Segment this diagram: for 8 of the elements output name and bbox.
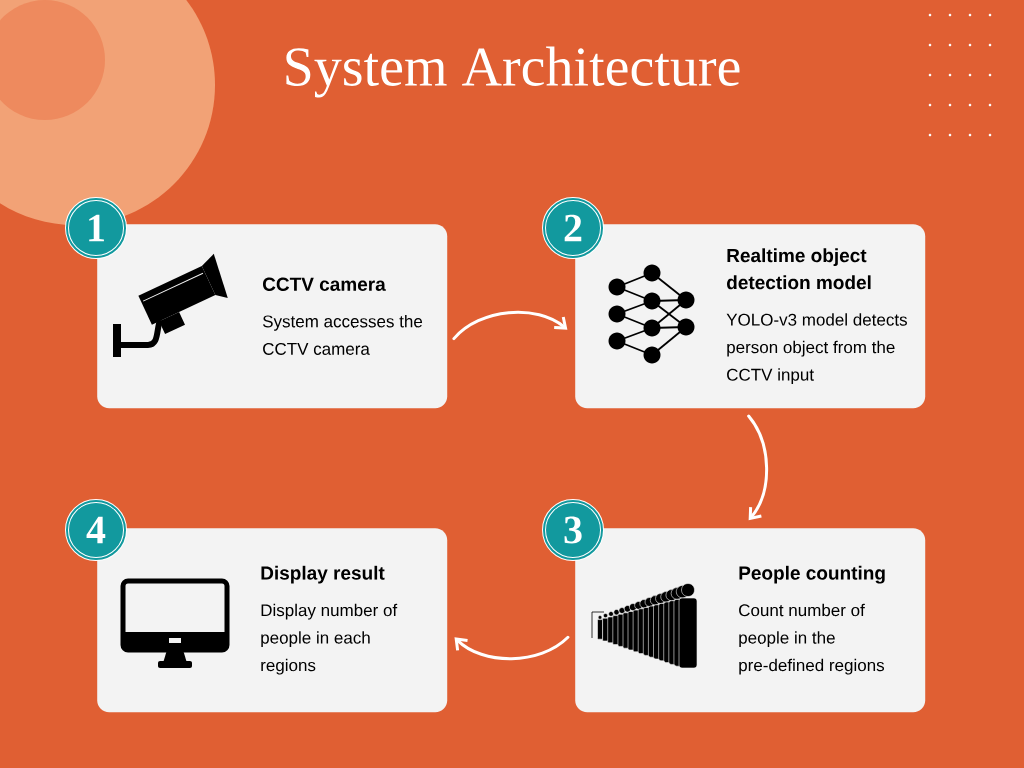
number-badge: 2 <box>542 197 604 259</box>
title: System Architecture <box>286 46 740 98</box>
number-badge: 1 <box>65 197 127 259</box>
curved-arrow <box>452 310 568 341</box>
number-badge: 4 <box>65 499 127 561</box>
curved-arrow <box>747 414 769 521</box>
curved-arrow <box>454 635 570 661</box>
number-badge: 3 <box>542 499 604 561</box>
